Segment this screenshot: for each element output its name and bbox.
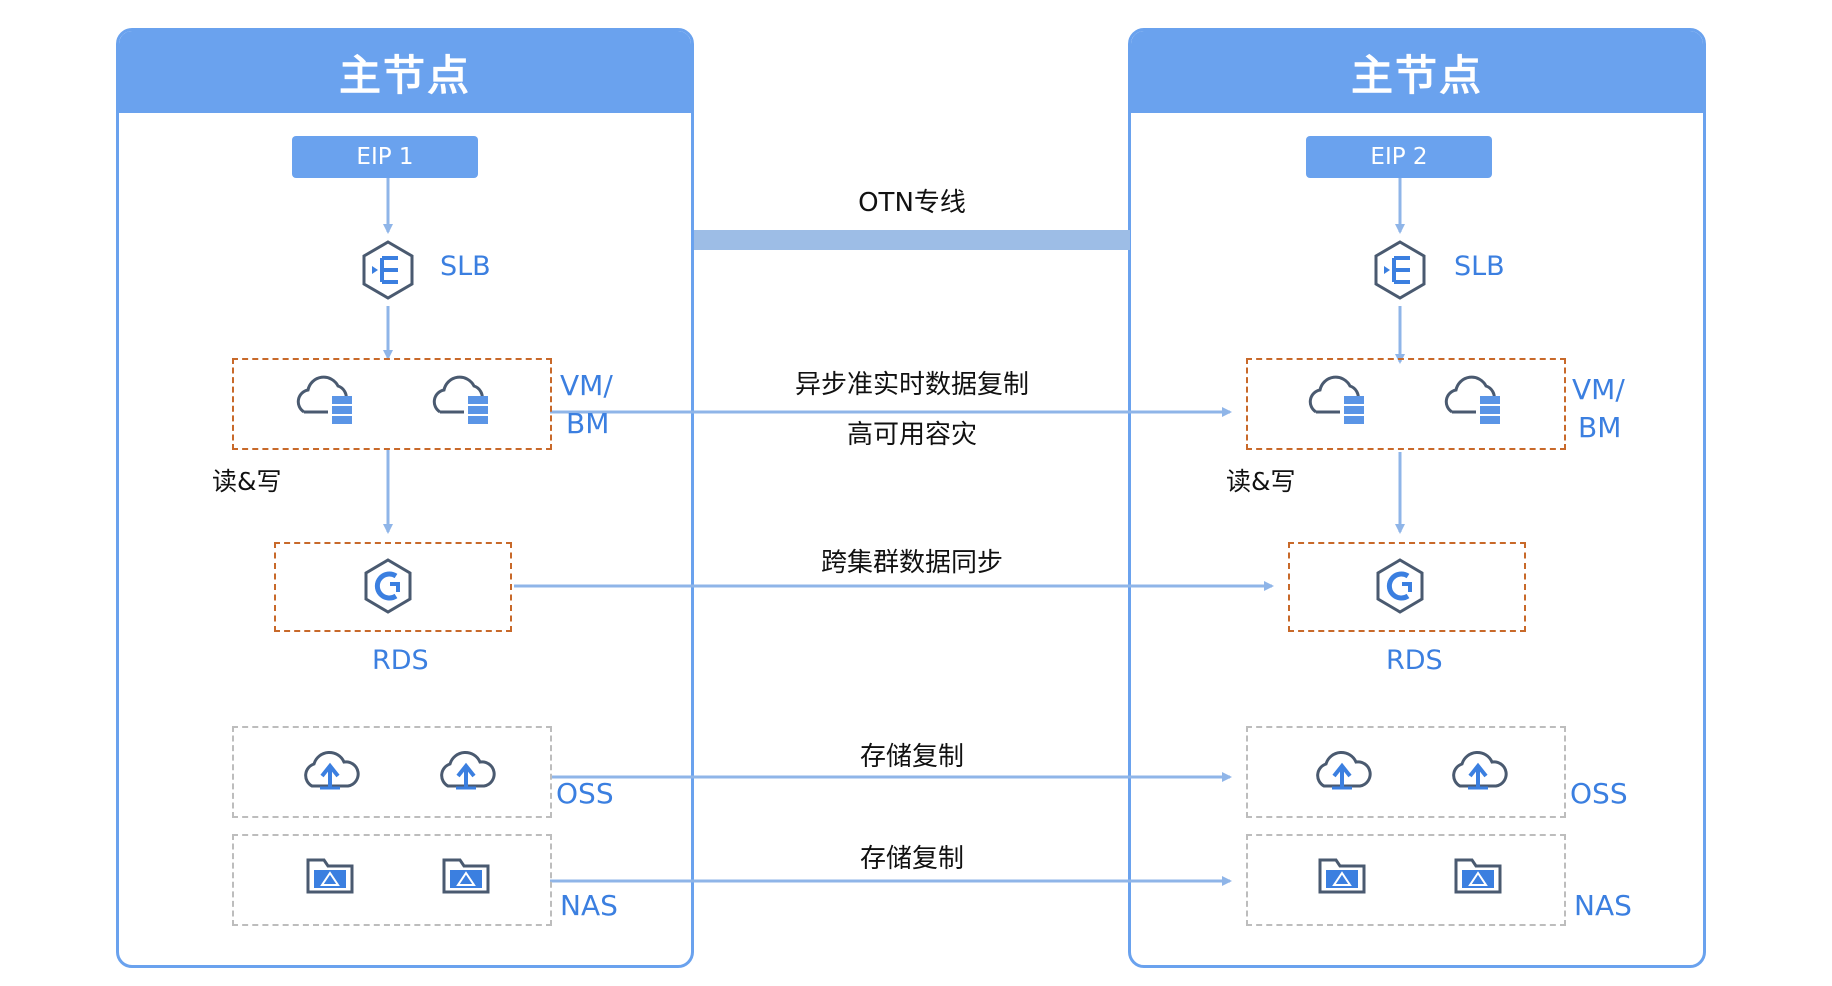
left-slb-label: SLB <box>440 251 491 282</box>
left-eip-badge: EIP 1 <box>292 136 478 178</box>
vm-replication-label-1: 异步准实时数据复制 <box>794 370 1029 400</box>
left-slb-icon <box>362 240 414 300</box>
left-nas-label: NAS <box>560 889 618 922</box>
left-oss-label: OSS <box>556 777 614 810</box>
right-oss-label: OSS <box>1570 777 1628 810</box>
right-panel-title: 主节点 <box>1131 31 1703 113</box>
left-vm-label-line2: BM <box>566 407 610 440</box>
right-vm-group <box>1246 358 1566 450</box>
right-nas-label: NAS <box>1574 889 1632 922</box>
left-oss-group <box>232 726 552 818</box>
nas-replication-label: 存储复制 <box>859 844 964 874</box>
right-nas-group <box>1246 834 1566 926</box>
right-slb-icon <box>1374 240 1426 300</box>
rds-sync-label: 跨集群数据同步 <box>820 548 1003 578</box>
right-read-write-label: 读&写 <box>1226 467 1296 496</box>
right-main-node-panel: 主节点 <box>1128 28 1706 968</box>
otn-link-label: OTN专线 <box>858 188 966 218</box>
right-oss-group <box>1246 726 1566 818</box>
left-read-write-label: 读&写 <box>212 467 282 496</box>
rds-sync-arrow <box>514 581 1274 592</box>
oss-replication-arrow <box>550 772 1232 783</box>
vm-replication-label-2: 高可用容灾 <box>846 420 977 450</box>
right-vm-label-line2: BM <box>1578 411 1622 444</box>
left-panel-title: 主节点 <box>119 31 691 113</box>
right-rds-group <box>1288 542 1526 632</box>
nas-replication-arrow <box>550 876 1232 887</box>
right-slb-label: SLB <box>1454 251 1505 282</box>
otn-link-bar <box>694 230 1130 250</box>
left-rds-group <box>274 542 512 632</box>
right-vm-label-line1: VM/ <box>1572 373 1625 406</box>
left-vm-label-line1: VM/ <box>560 369 613 402</box>
right-rds-label: RDS <box>1386 645 1443 676</box>
left-rds-label: RDS <box>372 645 429 676</box>
vm-replication-arrow <box>550 407 1232 418</box>
left-main-node-panel: 主节点 <box>116 28 694 968</box>
left-nas-group <box>232 834 552 926</box>
right-eip-badge: EIP 2 <box>1306 136 1492 178</box>
left-vm-group <box>232 358 552 450</box>
oss-replication-label: 存储复制 <box>859 742 964 772</box>
